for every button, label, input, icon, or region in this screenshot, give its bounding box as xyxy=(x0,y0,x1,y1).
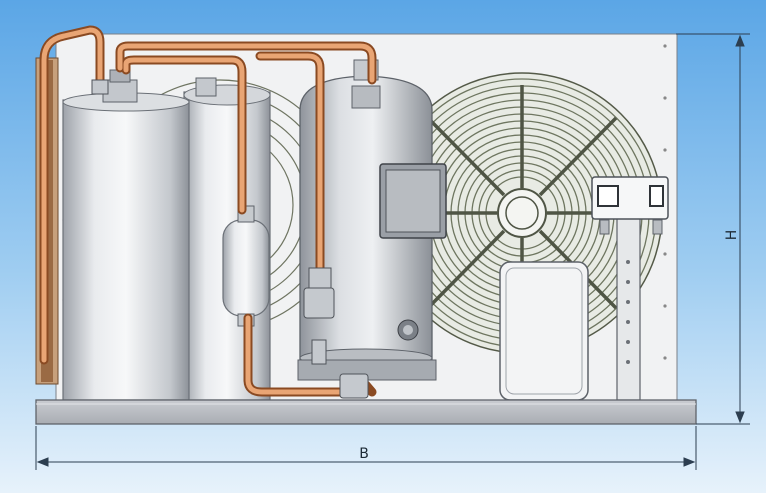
dimension-height-label: H xyxy=(724,230,740,241)
base-frame xyxy=(35,399,697,425)
electrical-box xyxy=(499,261,589,401)
liquid-receiver xyxy=(62,69,190,401)
terminal-box xyxy=(379,163,447,239)
copper-piping xyxy=(39,25,377,397)
pressure-switch xyxy=(591,176,669,401)
dimension-width-label: B xyxy=(359,446,369,462)
service-valves xyxy=(91,79,369,399)
filter-drier xyxy=(222,205,270,327)
fan-hub xyxy=(497,188,547,238)
dimension-lines xyxy=(35,33,750,470)
